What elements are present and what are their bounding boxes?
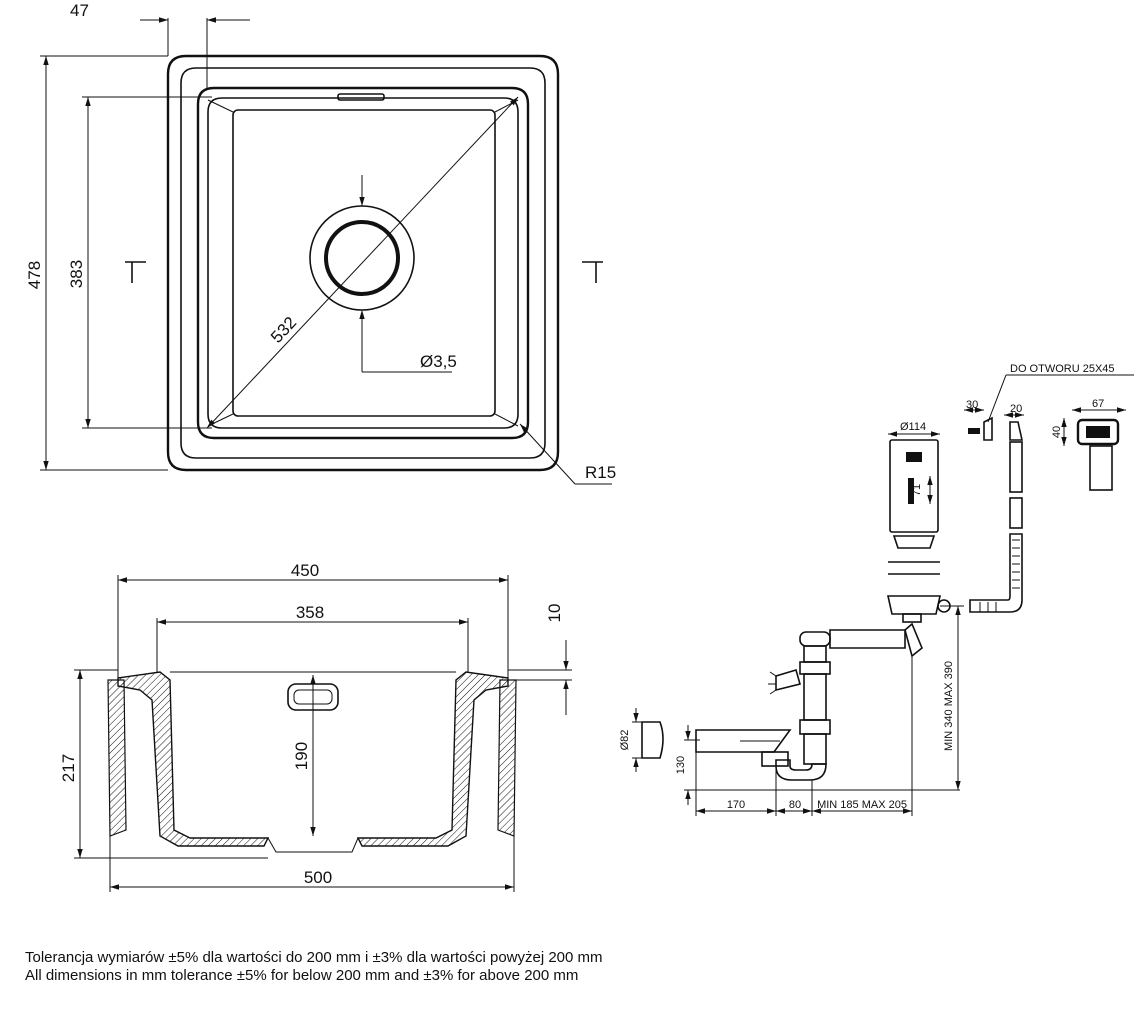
siphon-dimensions: 130 170 80 MIN 185 MAX 205 MIN 340 MAX 3… <box>675 605 964 816</box>
overflow-note-label: DO OTWORU 25X45 <box>1010 363 1115 375</box>
flange-label: 47 <box>70 1 89 20</box>
drain-hole: Ø3,5 <box>309 175 457 373</box>
pipe-end: Ø82 <box>619 708 664 772</box>
diagonal-dimension: 532 <box>206 96 519 429</box>
radius-label: R15 <box>585 463 616 482</box>
inner-height-label: 383 <box>67 260 86 288</box>
depth-dimension: 190 <box>292 675 316 836</box>
rim-dimension: 10 <box>508 604 572 715</box>
overflow-width-label: 67 <box>1092 398 1104 410</box>
pipe-height-label: 130 <box>675 756 687 774</box>
diagonal-label: 532 <box>267 313 300 347</box>
section-markers <box>125 261 603 283</box>
top-width-label: 450 <box>291 561 319 580</box>
drain-hole-label: Ø3,5 <box>420 352 457 371</box>
siphon <box>695 622 923 781</box>
vertical-range-label: MIN 340 MAX 390 <box>943 661 955 751</box>
height-dimension: 217 <box>59 669 268 859</box>
part-30-label: 30 <box>966 399 978 411</box>
offset-range-label: MIN 185 MAX 205 <box>817 799 907 811</box>
offset-80-label: 80 <box>789 799 801 811</box>
accessories-view: DO OTWORU 25X45 Ø114 71 30 20 <box>619 363 1134 816</box>
offset-170-label: 170 <box>727 799 745 811</box>
overflow-note: DO OTWORU 25X45 <box>987 363 1134 423</box>
overflow-parts: 30 20 <box>964 399 1024 613</box>
outer-height-label: 478 <box>25 261 44 289</box>
overflow-height-label: 40 <box>1051 426 1063 438</box>
flange-dimension: 47 <box>70 1 250 88</box>
tolerance-note-en: All dimensions in mm tolerance ±5% for b… <box>25 967 579 984</box>
rim-label: 10 <box>545 604 564 623</box>
inner-width-label: 358 <box>296 603 324 622</box>
part-20-label: 20 <box>1010 403 1022 415</box>
top-width-dimension: 450 <box>117 561 509 678</box>
bottom-width-dimension: 500 <box>109 836 515 892</box>
outer-height-dimension: 478 <box>25 55 168 471</box>
height-label: 217 <box>59 754 78 782</box>
sink-section <box>107 671 517 853</box>
top-view: Ø3,5 532 R15 47 478 383 <box>25 1 616 485</box>
section-view: 450 358 10 217 190 500 <box>59 561 572 892</box>
inner-height-dimension: 383 <box>67 96 212 429</box>
tolerance-note-pl: Tolerancja wymiarów ±5% dla wartości do … <box>25 949 603 966</box>
depth-label: 190 <box>292 742 311 770</box>
overflow-cap: 67 40 <box>1051 398 1126 491</box>
inner-width-dimension: 358 <box>156 603 469 672</box>
strainer-basket: Ø114 71 <box>887 421 951 623</box>
strainer-diameter-label: Ø114 <box>900 421 926 433</box>
pipe-diameter-label: Ø82 <box>619 730 631 751</box>
overflow-slot <box>337 93 385 101</box>
strainer-height-label: 71 <box>911 484 923 496</box>
bottom-width-label: 500 <box>304 868 332 887</box>
radius-dimension: R15 <box>519 423 616 485</box>
